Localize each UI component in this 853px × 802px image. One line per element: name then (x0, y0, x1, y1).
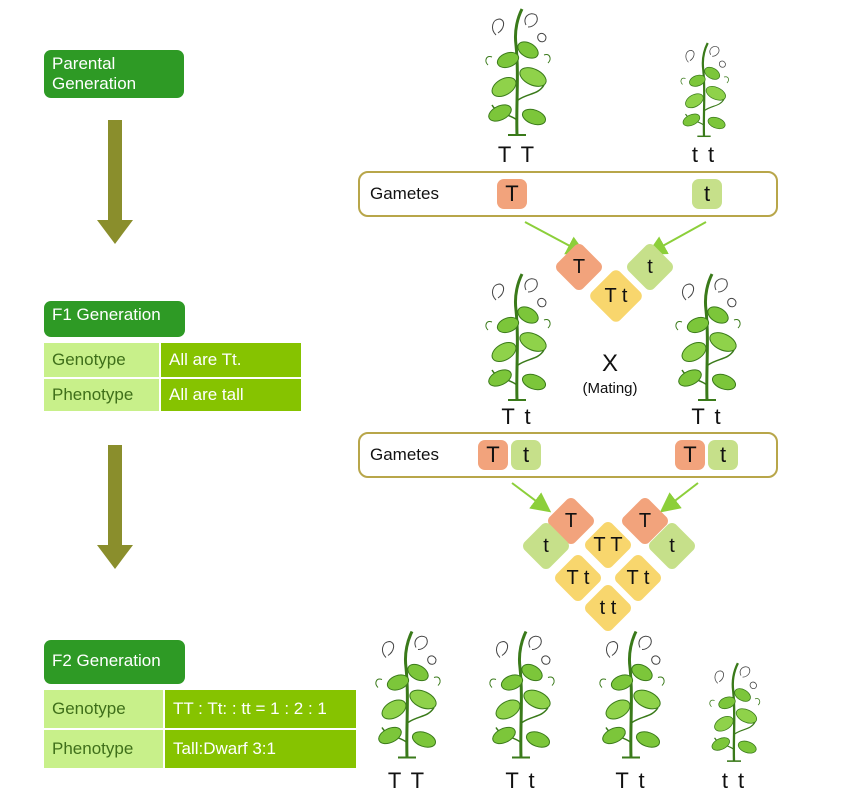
table-row: Phenotype Tall:Dwarf 3:1 (44, 728, 356, 768)
parent-right-genotype: t t (691, 142, 717, 167)
f2-genotype-3: T t (615, 768, 647, 793)
table-row: Genotype All are Tt. (44, 343, 301, 377)
f1-genotype-key: Genotype (44, 343, 161, 377)
parental-generation-label: Parental Generation (44, 50, 184, 98)
f2-genotype-2: T t (505, 768, 537, 793)
f2-phenotype-value: Tall:Dwarf 3:1 (165, 728, 356, 768)
arrow-down-head-icon (97, 220, 133, 244)
f2-genotype-value: TT : Tt: : tt = 1 : 2 : 1 (165, 690, 356, 728)
f2-generation-label: F2 Generation (44, 640, 185, 684)
f2-summary-table: Genotype TT : Tt: : tt = 1 : 2 : 1 Pheno… (44, 690, 356, 768)
table-row: Phenotype All are tall (44, 377, 301, 411)
gamete-T-tile: T (478, 440, 508, 470)
f1-generation-text: F1 Generation (52, 305, 161, 324)
mating-label: (Mating) (582, 380, 638, 397)
gamete-T-tile: T (675, 440, 705, 470)
gamete-T-tile: T (497, 179, 527, 209)
tall-plant-icon (375, 630, 441, 759)
mating-x: X (601, 350, 618, 377)
tall-plant-icon (485, 273, 551, 401)
tall-plant-icon (489, 630, 555, 759)
gamete-t-tile: t (511, 440, 541, 470)
tall-plant-icon (485, 8, 551, 136)
parental-generation-text: Parental Generation (52, 54, 137, 93)
offspring-Tt-diamond: T t (587, 267, 645, 325)
f2-genotype-1: T T (387, 768, 427, 793)
f2-genotype-4: t t (721, 768, 747, 793)
f1-right-genotype: T t (691, 404, 723, 429)
gametes-label: Gametes (370, 184, 439, 203)
tall-plant-icon (599, 630, 665, 759)
gamete-t-tile: t (708, 440, 738, 470)
f1-generation-label: F1 Generation (44, 301, 185, 337)
parent-left-genotype: T T (497, 142, 537, 167)
f2-generation-text: F2 Generation (52, 651, 161, 670)
arrow-down-head-icon (97, 545, 133, 569)
f1-phenotype-value: All are tall (161, 377, 301, 411)
f1-gametes-box: Gametes T t T t (358, 432, 778, 478)
f1-left-genotype: T t (501, 404, 533, 429)
f1-phenotype-key: Phenotype (44, 377, 161, 411)
f2-genotype-key: Genotype (44, 690, 165, 728)
parent-gametes-box: Gametes T t (358, 171, 778, 217)
f1-genotype-value: All are Tt. (161, 343, 301, 377)
table-row: Genotype TT : Tt: : tt = 1 : 2 : 1 (44, 690, 356, 728)
dwarf-plant-icon (680, 42, 729, 138)
gamete-t-tile: t (692, 179, 722, 209)
dwarf-plant-icon (709, 662, 761, 762)
f2-phenotype-key: Phenotype (44, 728, 165, 768)
arrow-down-icon (108, 445, 122, 545)
f1-summary-table: Genotype All are Tt. Phenotype All are t… (44, 343, 301, 411)
tall-plant-icon (675, 273, 741, 401)
arrow-down-icon (108, 120, 122, 220)
gametes-label: Gametes (370, 445, 439, 464)
